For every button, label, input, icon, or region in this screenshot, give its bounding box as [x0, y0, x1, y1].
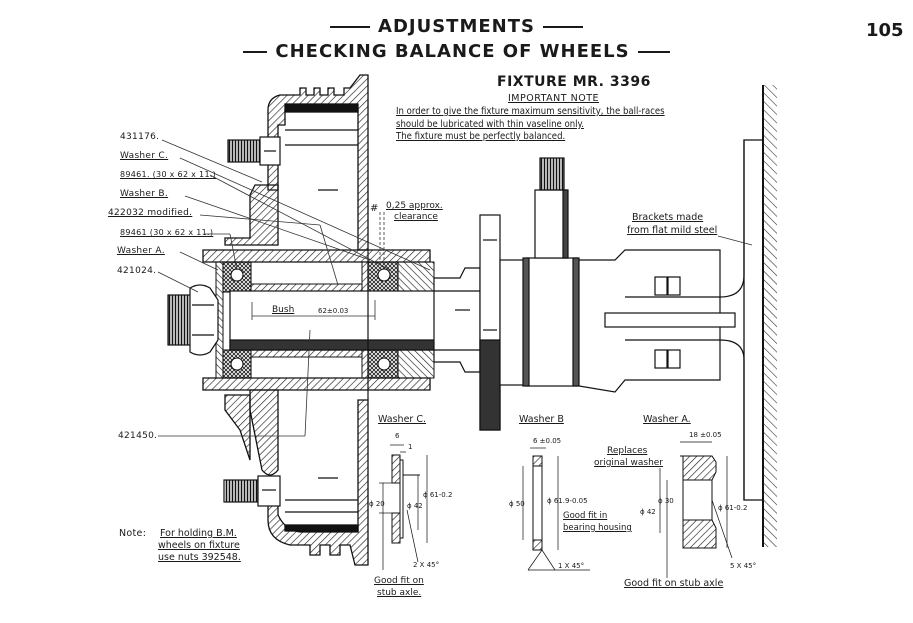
brackets-label: Brackets made	[632, 212, 704, 223]
page-title: CHECKING BALANCE OF WHEELS	[0, 41, 913, 62]
washer-a-width: 18 ±0.05	[689, 431, 722, 439]
washer-b-chamfer: 1 X 45°	[558, 562, 585, 570]
washer-a-title: Washer A.	[643, 414, 691, 425]
washer-c-section	[397, 261, 435, 293]
washer-b-width: 6 ±0.05	[533, 437, 562, 445]
brackets-label-2: from flat mild steel	[627, 225, 718, 236]
washer-b-fit-2: bearing housing	[563, 523, 632, 533]
fixture-body	[479, 140, 745, 500]
page-number: 105	[866, 20, 904, 41]
fixture-title: FIXTURE MR. 3396	[497, 74, 651, 90]
callout-421024: 421024.	[117, 266, 157, 276]
sleeve	[250, 283, 363, 292]
washer-a-detail	[659, 441, 733, 578]
washer-a-replaces-2: original washer	[594, 458, 664, 468]
important-note-line: should be lubricated with thin vaseline …	[396, 119, 584, 130]
axle-nut	[167, 284, 219, 356]
washer-c-title: Washer C.	[378, 414, 427, 425]
washer-a-fit: Good fit on stub axle	[624, 578, 724, 589]
important-note-line: In order to give the fixture maximum sen…	[396, 106, 665, 117]
callout-89461-lower: 89461 (30 x 62 x 11.)	[120, 228, 214, 237]
callout-89461-upper: 89461. (30 x 62 x 11.)	[120, 170, 217, 179]
bush-dimension	[251, 300, 376, 320]
washer-b-bore: ϕ 50	[509, 500, 525, 508]
bush-dimension-label: 62±0.03	[318, 307, 349, 315]
important-note-heading: IMPORTANT NOTE	[508, 93, 599, 104]
lower-wheel-stud	[223, 475, 281, 507]
section-title: ADJUSTMENTS	[0, 16, 913, 37]
callout-422032: 422032 modified.	[108, 208, 193, 218]
important-note-line: The fixture must be perfectly balanced.	[396, 131, 566, 142]
washer-b-detail	[522, 447, 590, 571]
washer-b-title: Washer B	[519, 414, 564, 425]
washer-c-step: 1	[408, 443, 413, 451]
washer-c-inner: ϕ 42	[407, 502, 423, 510]
clearance-label: 0,25 approx.	[386, 201, 443, 211]
callout-431176: 431176.	[120, 132, 160, 142]
callout-washer-a: Washer A.	[117, 246, 165, 256]
holding-note-line: use nuts 392548.	[158, 552, 241, 563]
leader-lines	[157, 139, 753, 437]
washer-c-width: 6	[395, 432, 400, 440]
washer-c-outer: ϕ 61-0.2	[423, 491, 453, 499]
callout-washer-b: Washer B.	[120, 189, 169, 199]
clearance-label-2: clearance	[394, 212, 438, 222]
stub-axle	[229, 267, 481, 373]
washer-b-outer: ϕ 61.9-0.05	[547, 497, 588, 505]
washer-a-chamfer: 5 X 45°	[730, 562, 757, 570]
hub-body	[202, 184, 431, 476]
holding-note-line: wheels on fixture	[158, 540, 240, 551]
washer-c-fit: Good fit on	[374, 576, 424, 586]
inner-bearing	[222, 261, 252, 379]
callout-washer-c: Washer C.	[120, 151, 169, 161]
clearance-mark: #	[370, 203, 379, 214]
holding-note-line: For holding B.M.	[160, 528, 237, 539]
washer-a-inner: ϕ 42	[640, 508, 656, 516]
washer-a-bore: ϕ 30	[658, 497, 674, 505]
washer-a-replaces: Replaces	[607, 446, 648, 456]
upper-wheel-stud	[227, 136, 281, 166]
callout-421450: 421450.	[118, 431, 158, 441]
washer-c-fit-2: stub axle.	[377, 588, 422, 598]
washer-c-detail	[379, 444, 428, 570]
washer-a-outer: ϕ 61-0.2	[718, 504, 748, 512]
wall	[743, 85, 777, 547]
washer-c-chamfer: 2 X 45°	[413, 561, 440, 569]
washer-b-fit: Good fit in	[563, 511, 608, 521]
washer-c-bore: ϕ 20	[369, 500, 385, 508]
bush-label: Bush	[272, 305, 295, 315]
washer-b-section	[361, 261, 369, 293]
wheel-lower-rim	[267, 399, 369, 566]
holding-note-prefix: Note:	[119, 528, 147, 539]
wheel-upper-rim	[267, 74, 369, 251]
